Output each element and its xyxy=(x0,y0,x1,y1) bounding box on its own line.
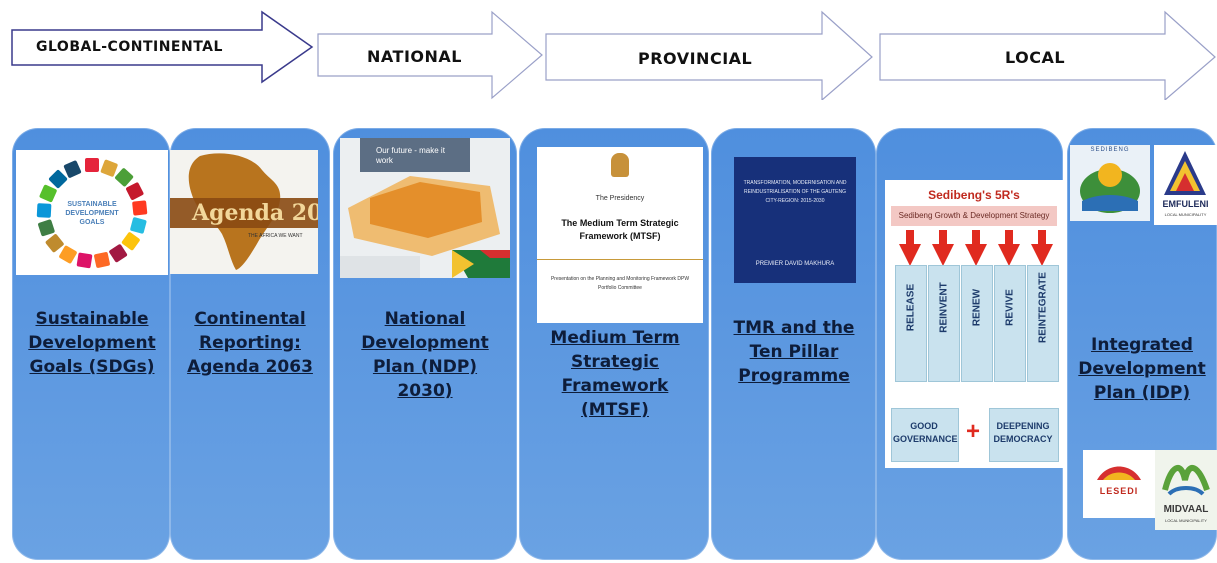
5r-arrow-head-2 xyxy=(932,244,954,266)
5r-strategy-label: Sedibeng Growth & Development Strategy xyxy=(898,211,1050,220)
caption-tmr: TMR and the Ten Pillar Programme xyxy=(733,318,855,386)
mtsf-cover-sub: Presentation on the Planning and Monitor… xyxy=(550,276,690,291)
tmr-cover-image: TRANSFORMATION, MODERNISATION AND REINDU… xyxy=(734,157,856,283)
5r-good-governance: GOOD GOVERNANCE xyxy=(893,421,958,444)
5r-arrow-3 xyxy=(972,230,980,246)
tmr-cover-title: TRANSFORMATION, MODERNISATION AND REINDU… xyxy=(743,180,847,204)
5r-word-reinvent: REINVENT xyxy=(938,282,950,333)
emfuleni-logo-text: EMFULENI xyxy=(1162,199,1209,209)
arrow-global xyxy=(11,10,314,84)
arrow-provincial xyxy=(545,10,873,100)
sedibeng-logo: SEDIBENG xyxy=(1070,145,1150,221)
5r-title: Sedibeng's 5R's xyxy=(928,188,1020,202)
midvaal-logo-text: MIDVAAL xyxy=(1163,504,1209,515)
stage-label-global: GLOBAL-CONTINENTAL xyxy=(36,39,223,55)
africa-map-icon xyxy=(170,150,318,274)
ndp-cover-text: Our future - make it work xyxy=(376,146,445,165)
5r-plus-sign: + xyxy=(965,418,980,445)
sdg-logo-image: SUSTAINABLE DEVELOPMENT GOALS xyxy=(16,150,168,275)
5r-word-revive: REVIVE xyxy=(1004,289,1016,326)
coat-of-arms-icon xyxy=(611,153,629,177)
5r-column-release: RELEASE xyxy=(895,265,927,382)
sedibeng-logo-text: SEDIBENG xyxy=(1090,147,1130,153)
lesedi-logo: LESEDI xyxy=(1083,450,1155,518)
5r-column-renew: RENEW xyxy=(961,265,993,382)
arrow-local xyxy=(879,10,1216,100)
5r-deepening-democracy: DEEPENING DEMOCRACY xyxy=(993,421,1053,444)
sdg-wheel-icon xyxy=(36,158,148,269)
5r-column-reinvent: REINVENT xyxy=(928,265,960,382)
sedibeng-5r-diagram: Sedibeng's 5R's Sedibeng Growth & Develo… xyxy=(885,180,1063,468)
caption-mtsf: Medium Term Strategic Framework (MTSF) xyxy=(550,328,680,420)
caption-sdg: Sustainable Development Goals (SDGs) xyxy=(28,309,156,377)
5r-arrow-4 xyxy=(1005,230,1013,246)
lesedi-sun-icon xyxy=(1097,466,1141,480)
5r-arrow-1 xyxy=(906,230,914,246)
ndp-cover-image: Our future - make it work xyxy=(340,138,510,278)
midvaal-emblem-icon xyxy=(1162,465,1210,496)
5r-arrow-head-1 xyxy=(899,244,921,266)
midvaal-logo-sub: LOCAL MUNICIPALITY xyxy=(1165,518,1207,523)
ndp-cover-graphic xyxy=(340,138,510,278)
5r-democracy-box xyxy=(989,408,1059,462)
mtsf-presidency: The Presidency xyxy=(595,195,645,202)
tmr-cover-sub: PREMIER DAVID MAKHURA xyxy=(755,261,835,267)
stage-arrows xyxy=(11,10,1216,100)
mtsf-divider xyxy=(537,259,703,260)
agenda-2063-subtitle: THE AFRICA WE WANT xyxy=(248,233,303,239)
sdg-logo-text: SUSTAINABLE DEVELOPMENT GOALS xyxy=(65,201,119,226)
agenda-2063-image: Agenda 2063 THE AFRICA WE WANT xyxy=(170,150,318,274)
emfuleni-logo-sub: LOCAL MUNICIPALITY xyxy=(1164,212,1207,217)
5r-arrow-head-5 xyxy=(1031,244,1053,266)
mtsf-cover-image: The Presidency The Medium Term Strategic… xyxy=(537,147,703,323)
5r-column-revive: REVIVE xyxy=(994,265,1026,382)
arrow-national xyxy=(317,10,543,100)
caption-ndp: National Development Plan (NDP) 2030) xyxy=(361,309,489,401)
5r-arrow-head-3 xyxy=(965,244,987,266)
5r-column-reintegrate: REINTEGRATE xyxy=(1027,265,1059,382)
caption-agenda-2063: Continental Reporting: Agenda 2063 xyxy=(187,309,313,377)
5r-word-renew: RENEW xyxy=(971,288,983,327)
stage-label-provincial: PROVINCIAL xyxy=(638,49,753,68)
stage-label-national: NATIONAL xyxy=(367,47,462,66)
stage-label-local: LOCAL xyxy=(1005,48,1066,67)
5r-word-reintegrate: REINTEGRATE xyxy=(1037,272,1049,343)
midvaal-logo: MIDVAAL LOCAL MUNICIPALITY xyxy=(1155,450,1217,530)
emfuleni-logo: EMFULENI LOCAL MUNICIPALITY xyxy=(1154,145,1217,225)
5r-word-release: RELEASE xyxy=(905,283,917,332)
5r-good-governance-box xyxy=(891,408,959,462)
5r-strategy-bar xyxy=(891,206,1057,226)
lesedi-logo-text: LESEDI xyxy=(1099,486,1139,496)
mtsf-cover-title: The Medium Term Strategic Framework (MTS… xyxy=(561,218,679,241)
5r-arrow-head-4 xyxy=(998,244,1020,266)
sedibeng-crest-icon xyxy=(1080,163,1140,213)
5r-arrow-2 xyxy=(939,230,947,246)
5r-arrow-5 xyxy=(1038,230,1046,246)
caption-idp: Integrated Development Plan (IDP) xyxy=(1078,335,1206,403)
emfuleni-mountain-icon xyxy=(1164,151,1206,195)
agenda-2063-title: Agenda 2063 xyxy=(192,200,318,226)
